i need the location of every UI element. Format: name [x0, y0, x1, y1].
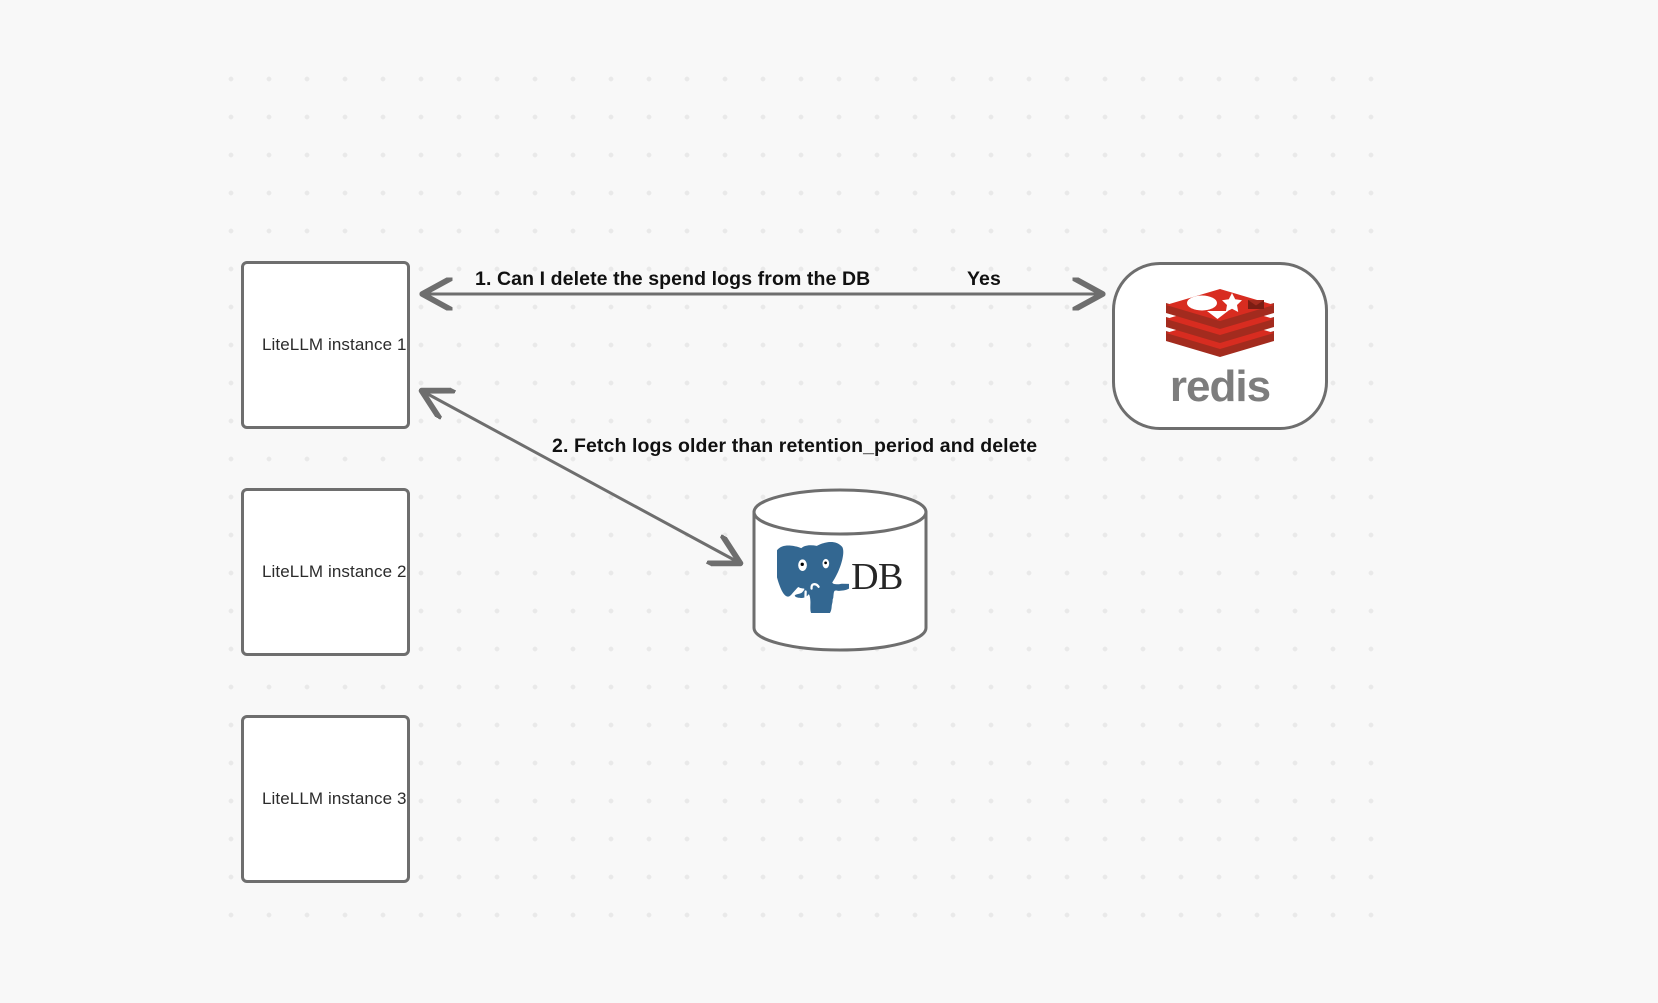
- node-label: LiteLLM instance 2: [262, 562, 407, 581]
- node-litellm-instance-2[interactable]: LiteLLM instance 2: [241, 488, 410, 656]
- node-postgres-db[interactable]: DB: [752, 492, 928, 648]
- edge-label-step-2: 2. Fetch logs older than retention_perio…: [552, 435, 1038, 457]
- redis-logo-icon: [1166, 289, 1274, 357]
- node-label: LiteLLM instance 1: [262, 335, 407, 354]
- redis-wordmark: redis: [1169, 362, 1271, 411]
- node-litellm-instance-3[interactable]: LiteLLM instance 3: [241, 715, 410, 883]
- edge-label-step-1: 1. Can I delete the spend logs from the …: [475, 268, 871, 290]
- edge-label-step-1-reply: Yes: [967, 268, 1001, 290]
- postgres-db-label: DB: [851, 556, 903, 598]
- node-redis[interactable]: redis: [1112, 262, 1328, 430]
- postgresql-elephant-icon: [777, 541, 850, 613]
- node-litellm-instance-1[interactable]: LiteLLM instance 1: [241, 261, 410, 429]
- edge-litellm1-postgres: [424, 392, 738, 562]
- node-label: LiteLLM instance 3: [262, 789, 407, 808]
